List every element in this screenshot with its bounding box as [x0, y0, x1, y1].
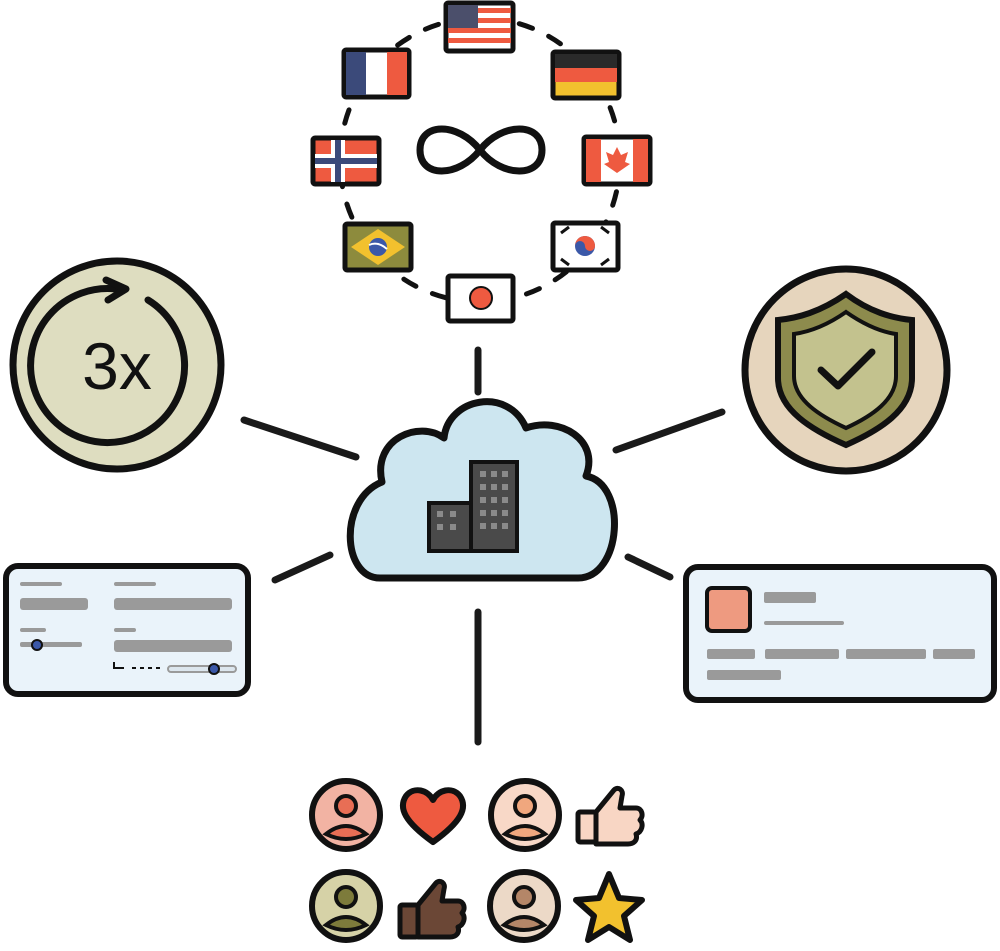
flag-brazil-icon	[342, 221, 414, 273]
user-avatar	[309, 778, 383, 852]
user-avatar	[309, 869, 383, 943]
heart-icon	[399, 787, 467, 845]
profile-card	[683, 564, 997, 703]
speed-label: 3x	[82, 329, 152, 403]
flag-japan-icon	[445, 273, 516, 324]
shield-check-icon	[775, 290, 915, 449]
settings-panel	[3, 563, 251, 697]
thumbs-up-icon	[575, 785, 645, 847]
flag-south-korea-icon	[550, 220, 621, 273]
flag-usa-icon	[443, 0, 516, 54]
reactions-grid	[309, 778, 645, 943]
thumbs-up-icon	[397, 878, 467, 940]
connector-lines	[240, 346, 726, 746]
volume-slider[interactable]	[20, 639, 82, 651]
infinity-icon	[416, 125, 546, 175]
flag-france-icon	[341, 47, 412, 100]
star-icon	[573, 871, 645, 943]
security-badge	[741, 265, 951, 475]
flag-germany-icon	[550, 49, 622, 101]
flag-canada-icon	[581, 134, 653, 187]
office-building-icon	[427, 460, 519, 553]
flag-norway-icon	[310, 135, 382, 187]
profile-avatar	[705, 586, 752, 633]
cloud-icon	[346, 398, 618, 582]
refresh-arrow-icon	[27, 285, 189, 446]
user-avatar	[488, 778, 562, 852]
user-avatar	[487, 869, 561, 943]
range-slider[interactable]	[113, 662, 237, 675]
speed-badge: 3x	[9, 257, 225, 473]
